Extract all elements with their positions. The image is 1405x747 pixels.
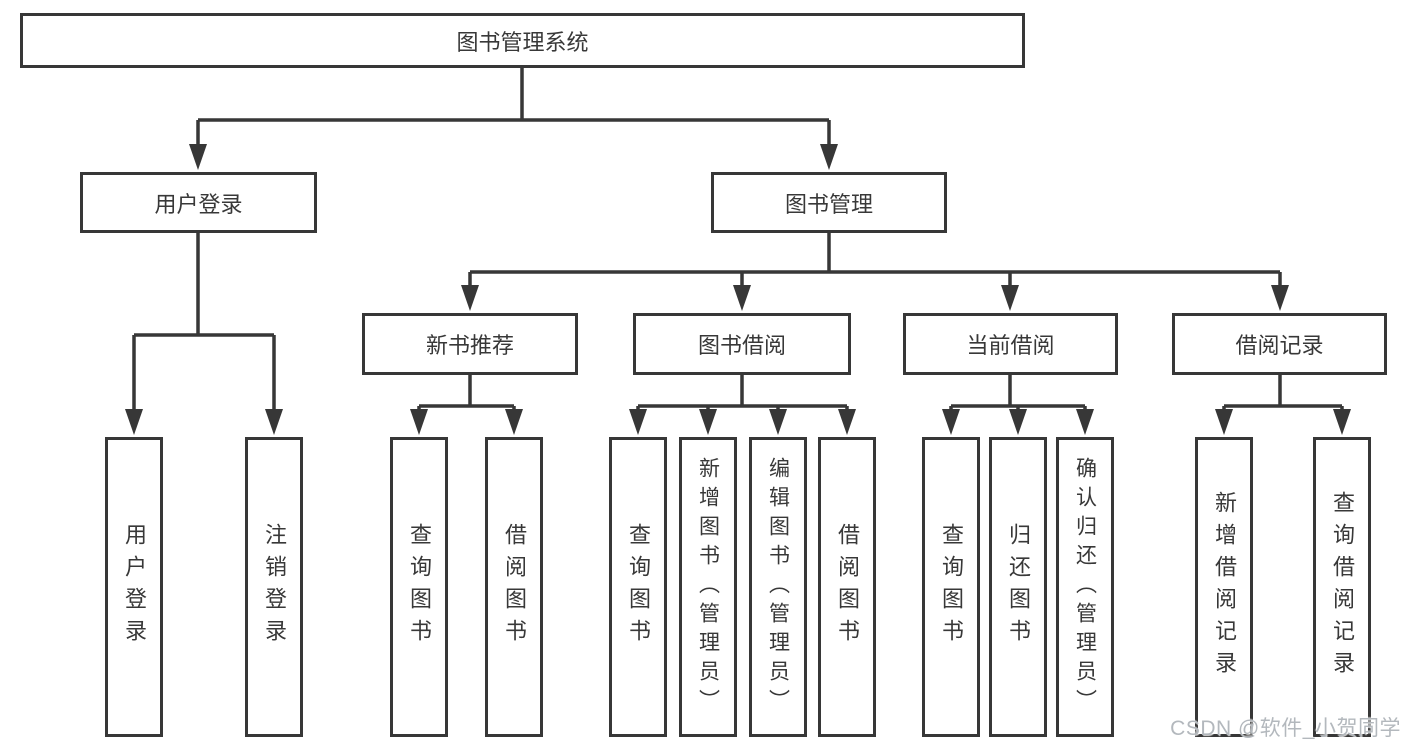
leaf-records-query-record: 查询借阅记录: [1313, 437, 1371, 737]
leaf-label: 借阅图书: [502, 523, 527, 651]
leaf-label: 借阅图书: [835, 523, 860, 651]
watermark-credit: CSDN @软件_小贺同学: [1170, 717, 1401, 740]
leaf-user-login: 用户登录: [105, 437, 163, 737]
node-book-borrowing: 图书借阅: [633, 313, 851, 375]
leaf-label: 注销登录: [262, 523, 287, 651]
leaf-current-return-books: 归还图书: [989, 437, 1047, 737]
leaf-logout: 注销登录: [245, 437, 303, 737]
node-current-borrowing: 当前借阅: [903, 313, 1118, 375]
leaf-label: 查询图书: [626, 523, 651, 651]
leaf-label: 归还图书: [1006, 523, 1031, 651]
leaf-label: 新增借阅记录: [1212, 491, 1237, 683]
node-new-book-recommend: 新书推荐: [362, 313, 578, 375]
node-library-management-system: 图书管理系统: [20, 13, 1025, 68]
node-label: 借阅记录: [1235, 333, 1324, 358]
leaf-recommend-query-books: 查询图书: [390, 437, 448, 737]
leaf-borrow-add-books-admin: 新增图书（管理员）: [679, 437, 737, 737]
leaf-label: 查询借阅记录: [1330, 491, 1355, 683]
leaf-label: 查询图书: [939, 523, 964, 651]
leaf-label: 新增图书（管理员）: [696, 456, 720, 718]
leaf-label: 编辑图书（管理员）: [766, 456, 790, 718]
node-book-management: 图书管理: [711, 172, 947, 233]
leaf-records-add-record: 新增借阅记录: [1195, 437, 1253, 737]
node-label: 图书管理系统: [456, 29, 589, 55]
node-label: 新书推荐: [425, 333, 514, 358]
node-user-login: 用户登录: [80, 172, 317, 233]
leaf-recommend-borrow-books: 借阅图书: [485, 437, 543, 737]
leaf-borrow-borrow-books: 借阅图书: [818, 437, 876, 737]
node-label: 用户登录: [154, 191, 243, 217]
leaf-borrow-edit-books-admin: 编辑图书（管理员）: [749, 437, 807, 737]
leaf-current-query-books: 查询图书: [922, 437, 980, 737]
leaf-label: 用户登录: [122, 523, 147, 651]
node-label: 当前借阅: [966, 333, 1055, 358]
leaf-current-confirm-return-admin: 确认归还（管理员）: [1056, 437, 1114, 737]
leaf-label: 确认归还（管理员）: [1073, 456, 1097, 718]
leaf-label: 查询图书: [407, 523, 432, 651]
node-borrowing-records: 借阅记录: [1172, 313, 1387, 375]
leaf-borrow-query-books: 查询图书: [609, 437, 667, 737]
node-label: 图书借阅: [697, 333, 786, 358]
node-label: 图书管理: [784, 191, 873, 217]
